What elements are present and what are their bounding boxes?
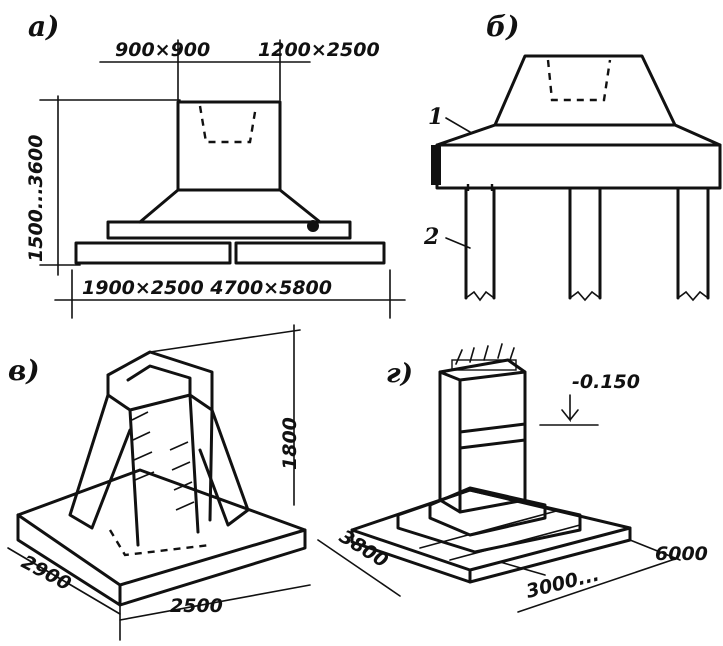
panel-b-label: б) [486, 10, 519, 43]
panel-a-dim-height: 1500...3600 [25, 135, 47, 262]
panel-b-pile-middle-break [569, 290, 601, 302]
panel-g-base-slab-edges [350, 526, 632, 584]
panel-g-column-joint [458, 422, 527, 450]
panel-a-dim-column-section: 900×900 [115, 39, 210, 61]
panel-b-pile-right [676, 186, 710, 300]
panel-v-base-slab [16, 468, 307, 607]
panel-g-label: г) [386, 359, 413, 389]
panel-b-pile-middle [568, 186, 602, 300]
panel-g-elevation-marker [539, 394, 599, 426]
panel-v-dim-height: 1800 [279, 417, 301, 470]
panel-a-dim-base-slabs: 1900×2500 4700×5800 [82, 277, 332, 299]
panel-a-base-slab-right [234, 241, 386, 265]
panel-v-bottom-dim-line [119, 584, 311, 621]
panel-a-glass-column [176, 100, 282, 192]
panel-b-pedestal [493, 54, 677, 127]
panel-a-base-slab-left [74, 241, 232, 265]
panel-v-left-dim-line [7, 547, 121, 615]
panel-g-bottom-dim-line [517, 557, 679, 613]
panel-a-glass-socket [198, 105, 258, 144]
panel-b-callout-2: 2 [423, 224, 439, 250]
panel-g-plinth [396, 488, 582, 554]
panel-v-column-shaft [128, 393, 214, 547]
panel-v-buttress-right [198, 408, 250, 527]
panel-v-height-top-ext [149, 329, 301, 353]
panel-g-rebar [455, 343, 515, 365]
panel-g-left-dim-line [317, 539, 401, 597]
panel-g-column [438, 358, 527, 514]
panel-b-socket [546, 59, 612, 102]
panel-v-column-opening [126, 364, 192, 397]
panel-v-buttress-left [68, 393, 132, 530]
panel-b-pile-left [464, 186, 496, 300]
panel-a: а) 900×900 1200×2500 1500...3600 1900×25… [25, 10, 406, 319]
panel-g-dim-elevation: -0.150 [572, 371, 640, 393]
panel-g-dim-width-right: 6000 [655, 543, 708, 565]
panel-v-hatching [131, 411, 195, 511]
panel-a-flare [138, 188, 322, 224]
panel-g-column-cap [451, 359, 517, 371]
panel-a-weld-mark [307, 220, 319, 232]
panel-g-plinth-top [428, 486, 547, 537]
panel-b-cap-shadow [431, 145, 441, 185]
panel-b-pile-cap [435, 123, 722, 190]
panel-v-label: в) [8, 354, 40, 387]
panel-g-right-ext [629, 539, 681, 561]
panel-b: б) 1 2 [423, 10, 722, 302]
panel-v-hidden-socket [108, 529, 211, 557]
panel-a-upper-slab [106, 220, 352, 240]
panel-g: г) -0.150 3800 3000... 6000 [317, 343, 708, 613]
panel-b-pile-right-break [677, 290, 709, 302]
panel-a-dim-upper-step: 1200×2500 [258, 39, 380, 61]
panel-v-column-top [106, 350, 214, 412]
panel-b-pile-left-break [465, 290, 495, 302]
panel-b-leader-1 [445, 117, 471, 133]
panel-b-callout-1: 1 [428, 104, 443, 130]
panel-v: в) 1800 2900 2500 [7, 324, 311, 641]
panel-b-pile-left-head [466, 184, 494, 195]
panel-a-label: а) [28, 10, 59, 43]
panel-g-column-edges [438, 370, 527, 514]
